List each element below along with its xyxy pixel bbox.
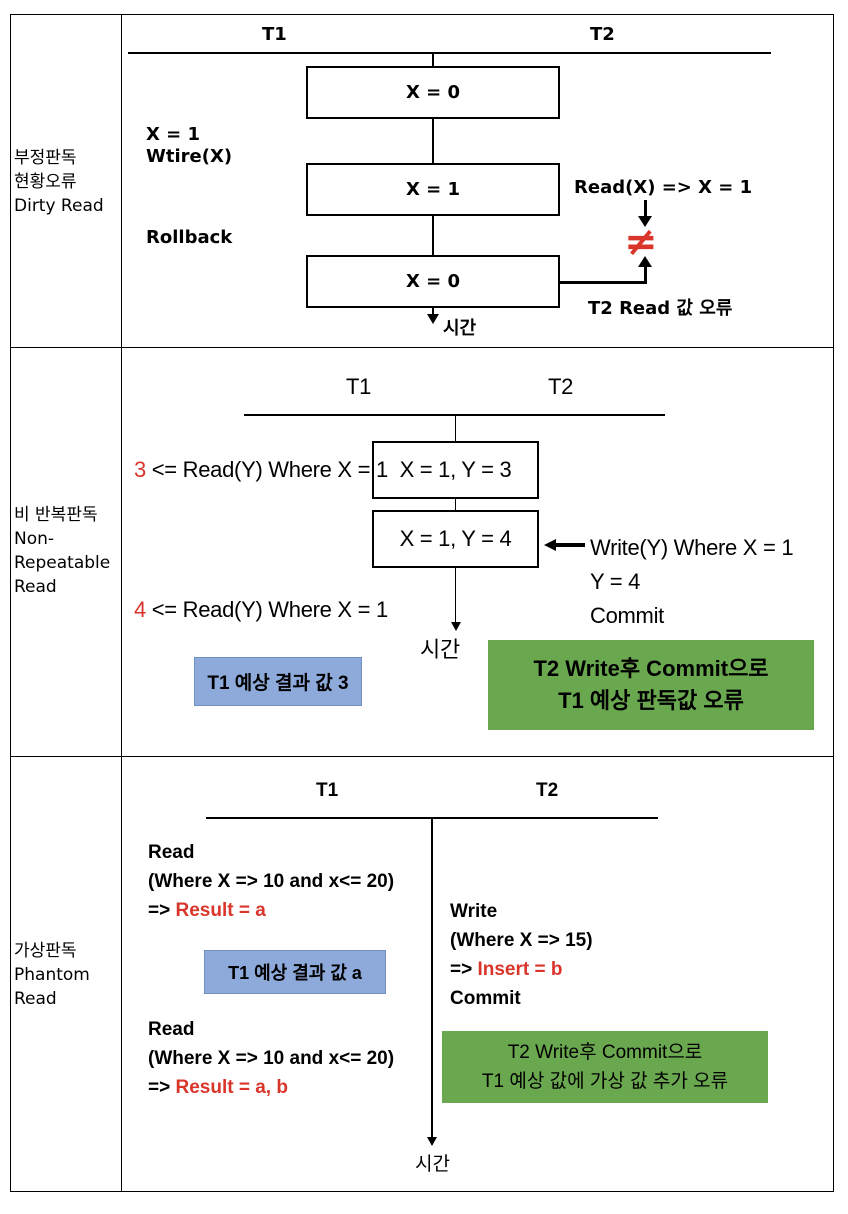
left-arrow-shaft [555,543,585,547]
state-box: X = 1, Y = 3 [372,441,539,499]
not-equal-icon: ≠ [624,219,658,265]
state-box: X = 0 [306,255,560,308]
row-divider-2 [10,756,834,757]
write-line: (Where X => 15) [450,930,593,951]
result-prefix: => [148,1077,176,1098]
write-line: Commit [450,988,521,1009]
row-2-label: 비 반복판독 Non- Repeatable Read [14,503,110,599]
error-note: T2 Write후 Commit으로 T1 예상 값에 가상 값 추가 오류 [442,1031,768,1103]
t1-header: T1 [262,24,287,45]
t2-write-line: Write(Y) Where X = 1 [590,535,794,560]
read-text: <= Read(Y) Where X = 1 [145,457,388,482]
t1-read-1: 3 <= Read(Y) Where X = 1 [134,457,388,483]
t1-write-line: Wtire(X) [146,146,233,167]
row-1-label-line: Dirty Read [14,196,104,216]
read-text: <= Read(Y) Where X = 1 [145,597,388,622]
row-2-label-line: Non- [14,529,55,549]
read-line: (Where X => 10 and x<= 20) [148,871,395,892]
row-2-label-line: 비 반복판독 [14,505,98,525]
insert-value: Insert = b [477,959,563,980]
state-box: X = 1 [306,163,560,216]
row-1-label: 부정판독 현황오류 Dirty Read [14,146,104,218]
t1-read-2: Read (Where X => 10 and x<= 20) => Resul… [148,1015,394,1102]
insert-prefix: => [450,959,478,980]
error-note: T2 Write후 Commit으로 T1 예상 판독값 오류 [488,640,814,730]
read-line: Read [148,842,195,863]
error-note-line: T2 Write후 Commit으로 [507,1042,703,1063]
read-result-line: => Result = a [148,896,394,925]
timeline-header-line [244,414,665,416]
state-box: X = 0 [306,66,560,119]
row-3-label: 가상판독 Phantom Read [14,939,90,1011]
up-arrowhead [638,256,652,267]
t2-header: T2 [590,24,615,45]
t2-error-text: T2 Read 값 오류 [588,298,733,319]
t1-write-text: X = 1 Wtire(X) [146,124,232,168]
row-1-label-line: 현황오류 [14,172,77,192]
read-line: (Where X => 10 and x<= 20) [148,1048,395,1069]
row-1-label-line: 부정판독 [14,148,77,168]
expected-value-note: T1 예상 결과 값 a [204,950,386,994]
row-3-label-line: Phantom [14,965,90,985]
t1-rollback-text: Rollback [146,227,233,248]
time-label: 시간 [420,637,460,662]
t2-write-line: Commit [590,603,664,628]
t1-header: T1 [346,374,372,399]
result-prefix: => [148,900,176,921]
read-line: Read [148,1019,195,1040]
column-divider [121,14,122,1192]
t2-write-text: Write (Where X => 15) => Insert = b Comm… [450,897,593,1013]
timeline-axis [431,817,433,1139]
down-arrow-shaft [644,200,647,218]
row-2-label-line: Read [14,577,57,597]
timeline-header-line [128,52,771,54]
result-value: Result = a, b [175,1077,288,1098]
error-note-line: T1 예상 값에 가상 값 추가 오류 [481,1071,729,1092]
result-value: Result = a [175,900,266,921]
write-insert-line: => Insert = b [450,955,593,984]
time-label: 시간 [443,318,477,339]
connector-vertical [644,266,647,284]
table-outer-border [10,14,834,1192]
read-value: 3 [134,457,146,482]
expected-value-note: T1 예상 결과 값 3 [194,657,362,706]
row-3-label-line: 가상판독 [14,941,77,961]
t2-header: T2 [548,374,574,399]
t1-header: T1 [316,780,339,801]
row-divider-1 [10,347,834,348]
read-result-line: => Result = a, b [148,1073,394,1102]
error-note-line: T2 Write후 Commit으로 [533,656,769,681]
down-arrowhead [638,216,652,227]
t2-write-text: Write(Y) Where X = 1 Y = 4 Commit [590,531,794,633]
t1-write-line: X = 1 [146,124,201,145]
t2-write-line: Y = 4 [590,569,641,594]
error-note-line: T1 예상 판독값 오류 [558,688,744,713]
timeline-arrowhead [427,1137,437,1146]
t1-read-2: 4 <= Read(Y) Where X = 1 [134,597,388,623]
t2-read-text: Read(X) => X = 1 [574,177,753,198]
t1-read-1: Read (Where X => 10 and x<= 20) => Resul… [148,838,394,925]
row-2-label-line: Repeatable [14,553,111,573]
row-3-label-line: Read [14,989,57,1009]
connector-horizontal [560,281,646,284]
write-line: Write [450,901,498,922]
left-arrowhead [544,539,556,551]
timeline-arrowhead [427,314,439,324]
read-value: 4 [134,597,146,622]
state-box: X = 1, Y = 4 [372,510,539,568]
timeline-arrowhead [451,622,461,631]
time-label: 시간 [415,1154,450,1175]
t2-header: T2 [536,780,559,801]
